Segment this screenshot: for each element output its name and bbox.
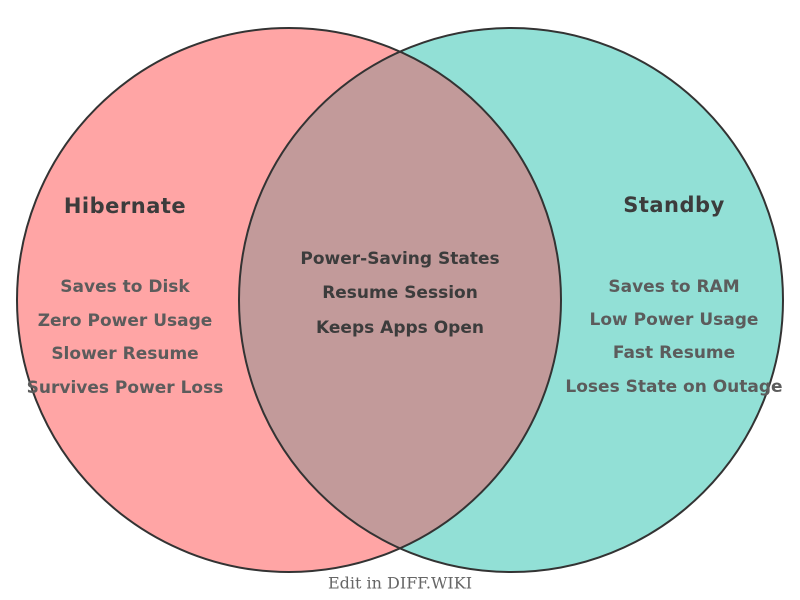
intersection-item-resume-session: Resume Session [322,283,478,303]
hibernate-item-saves-to-disk: Saves to Disk [60,277,190,297]
hibernate-item-zero-power-usage: Zero Power Usage [37,311,213,331]
hibernate-item-slower-resume: Slower Resume [51,344,199,364]
intersection-item-power-saving-states: Power-Saving States [300,249,500,269]
hibernate-circle-outline [16,27,562,573]
standby-item-low-power-usage: Low Power Usage [589,310,759,330]
standby-item-fast-resume: Fast Resume [612,343,736,363]
intersection-region [239,51,561,549]
standby-item-loses-state-on-outage: Loses State on Outage [565,377,783,397]
standby-title: Standby [623,193,725,217]
standby-item-saves-to-ram: Saves to RAM [608,277,740,297]
edit-in-diff-wiki-link[interactable]: Edit in DIFF.WIKI [327,573,473,593]
intersection-item-keeps-apps-open: Keeps Apps Open [316,318,484,338]
standby-circle-outline [238,27,784,573]
hibernate-title: Hibernate [63,194,187,218]
hibernate-item-survives-power-loss: Survives Power Loss [26,378,224,398]
